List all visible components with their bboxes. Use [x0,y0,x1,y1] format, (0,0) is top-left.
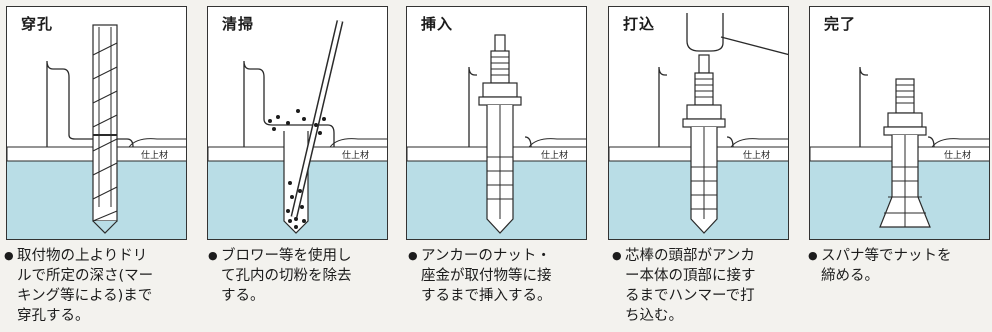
step-title: 完了 [824,15,857,33]
step-title: 打込 [623,15,656,33]
step-panel-cleaning: 清掃 仕上材 [207,6,388,240]
caption-text: アンカーのナット・ 座金が取付物等に接 するまで挿入する。 [421,248,552,304]
caption-text: ブロワー等を使用し て孔内の切粉を除去 する。 [221,248,352,304]
finish-material-label: 仕上材 [141,151,169,161]
bullet-icon: ● [4,249,14,262]
bullet-icon: ● [612,249,622,262]
insertion-illustration [407,34,586,239]
finish-material-label: 仕上材 [342,151,370,161]
cleaning-illustration [208,20,387,239]
caption-text: 芯棒の頭部がアンカ ー本体の頂部に接す るまでハンマーで打 ち込む。 [625,248,756,324]
finish-material-label: 仕上材 [743,151,771,161]
finish-material-label: 仕上材 [944,151,972,161]
step-title: 清掃 [222,15,255,33]
step-title: 挿入 [421,15,454,33]
step-panel-hammering: 打込 仕上材 [608,6,789,240]
step-title: 穿孔 [21,15,54,33]
caption-hammering: ● 芯棒の頭部がアンカ ー本体の頂部に接す るまでハンマーで打 ち込む。 [612,246,790,326]
step-panel-completion: 完了 仕上材 [809,6,990,240]
step-panel-drilling: 穿孔 仕上材 [6,6,187,240]
hammering-illustration [609,13,788,239]
bullet-icon: ● [808,249,818,262]
caption-completion: ● スパナ等でナットを 締める。 [808,246,986,286]
caption-insertion: ● アンカーのナット・ 座金が取付物等に接 するまで挿入する。 [408,246,586,306]
drilling-illustration [7,24,186,239]
caption-text: スパナ等でナットを 締める。 [821,248,952,284]
step-panel-insertion: 挿入 仕上材 [406,6,587,240]
caption-cleaning: ● ブロワー等を使用し て孔内の切粉を除去 する。 [208,246,386,306]
caption-drilling: ● 取付物の上よりドリ ルで所定の深さ(マー キング等による)まで 穿孔する。 [4,246,182,326]
finish-material-label: 仕上材 [541,151,569,161]
completion-illustration [810,66,989,239]
bullet-icon: ● [408,249,418,262]
caption-text: 取付物の上よりドリ ルで所定の深さ(マー キング等による)まで 穿孔する。 [17,248,154,324]
bullet-icon: ● [208,249,218,262]
